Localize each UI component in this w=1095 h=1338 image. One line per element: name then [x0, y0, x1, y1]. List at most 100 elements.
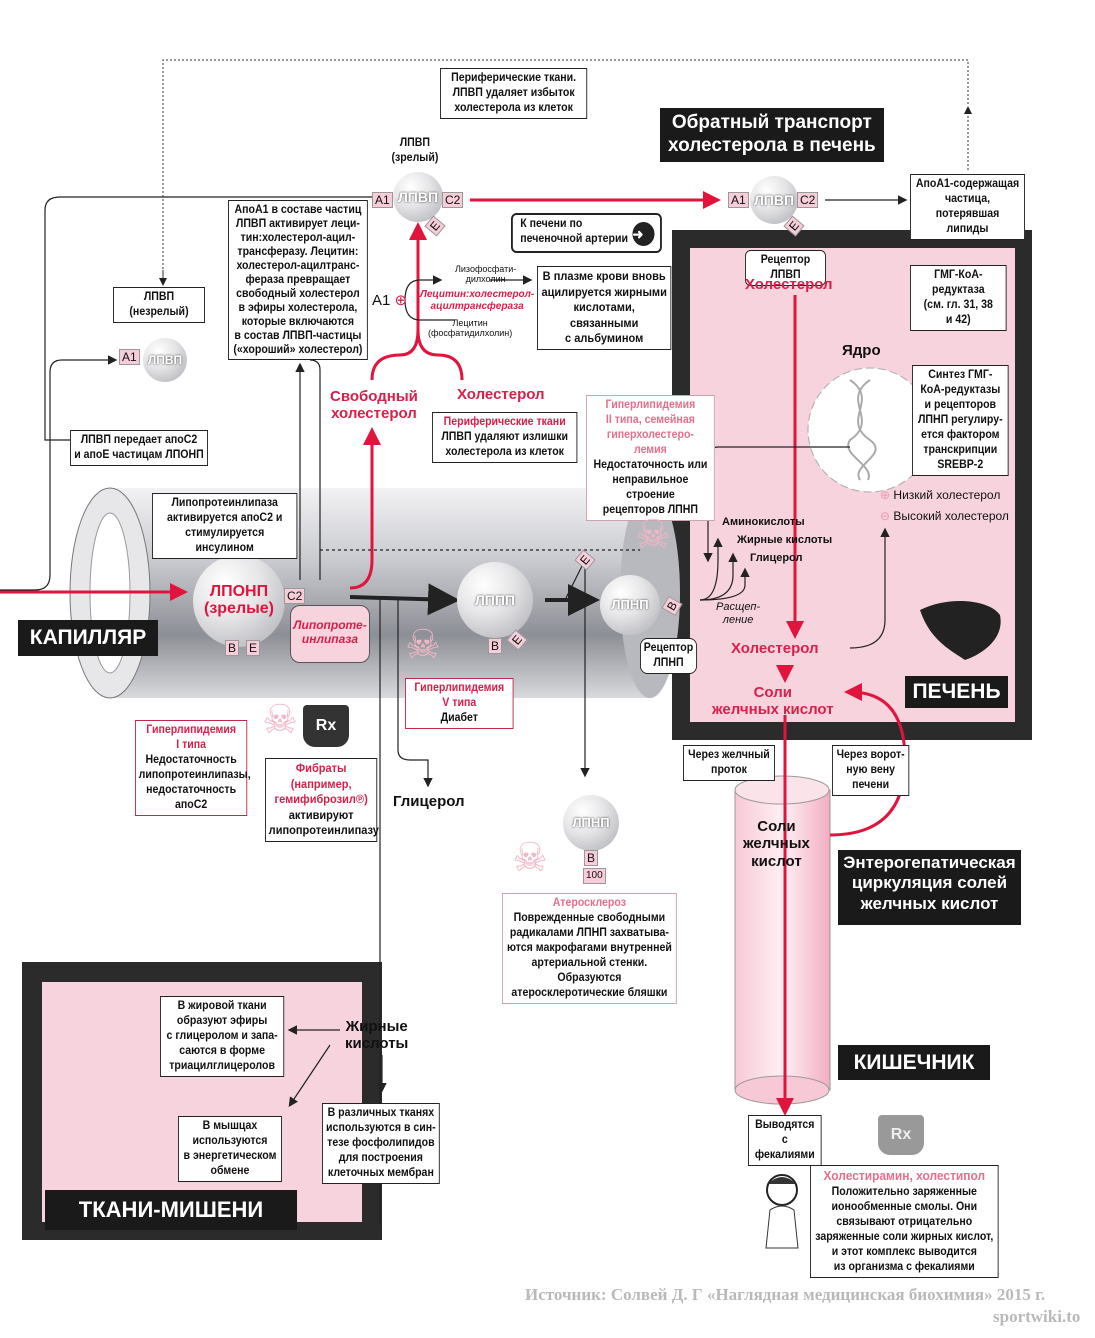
site-credit: sportwiki.to — [993, 1307, 1081, 1326]
fatty-acids-text: Жирные кислоты — [345, 1018, 409, 1053]
fibrates-body: активируют липопротеинлипазу — [268, 807, 379, 838]
bile-duct-box: Через желчный проток — [683, 745, 775, 781]
bile-salts-intestine: Соли желчных кислот — [743, 818, 810, 870]
hyper1-body: Недостаточность липопротеинлипазы, недос… — [138, 753, 251, 811]
apoa1-particle-box: АпоА1-содержащая частица, потерявшая лип… — [910, 174, 1025, 240]
breakdown-text: Расщеп- ление — [716, 601, 761, 626]
apoc2-tag: C2 — [284, 588, 306, 604]
a1-activator: A1 ⊕ — [372, 292, 407, 309]
lpl-activation-box: Липопротеинлипаза активируется апоС2 и с… — [152, 493, 298, 559]
ldl-particle: ЛПНП — [600, 575, 660, 635]
cholesterol-liver-bottom: Холестерол — [731, 640, 819, 657]
hdl-immature-label: ЛПВП (незрелый) — [113, 287, 205, 323]
hyper5-title: Гиперлипидемия V типа — [414, 682, 505, 709]
hmg-coa-box: ГМГ-КоА- редуктаза (см. гл. 31, 38 и 42) — [910, 265, 1007, 331]
to-liver-text: К печени по печеночной артерии — [520, 218, 629, 245]
feces-box: Выводятся с фекалиями — [748, 1115, 822, 1166]
glycerol-liver-text: Глицерол — [750, 552, 803, 564]
plasma-box: В плазме крови вновь ацилируется жирными… — [537, 266, 672, 350]
ldl-free-particle: ЛПНП — [563, 795, 619, 851]
fatty-acids-liver-text: Жирные кислоты — [737, 534, 833, 546]
amino-acids-text: Аминокислоты — [722, 516, 805, 528]
glycerol-text: Глицерол — [393, 793, 465, 810]
bile-salts-liver: Соли желчных кислот — [712, 684, 834, 719]
peripheral-body: ЛПВП удаляют излишки холестерола из клет… — [441, 430, 569, 458]
target-tissues-label: ТКАНИ-МИШЕНИ — [45, 1190, 297, 1230]
hyperlipidemia-2-box: Гиперлипидемия II типа, семейная гиперхо… — [586, 395, 715, 521]
arrow-right-icon: ➜ — [632, 222, 655, 246]
apob-tag: B — [225, 640, 240, 656]
skull-icon: ☠ — [512, 836, 548, 880]
rx-mortar-icon: Rx — [878, 1115, 924, 1155]
plus-icon: ⊕ — [880, 488, 891, 502]
high-chol-text: Высокий холестерол — [893, 509, 1009, 523]
high-cholesterol-legend: ⊖ Высокий холестерол — [880, 509, 1009, 524]
enterohepatic-label: Энтерогепатическая циркуляция солей желч… — [838, 850, 1021, 925]
cholesterol-liver-top: Холестерол — [745, 276, 833, 293]
apoa1-lcat-box: АпоА1 в составе частиц ЛПВП активирует л… — [228, 200, 368, 361]
cholestyramine-body: Положительно заряженные ионообменные смо… — [815, 1185, 994, 1273]
lecithin-text: Лецитин (фосфатидилхолин) — [428, 318, 513, 339]
apoe-tag: E — [246, 640, 261, 656]
athero-title: Атеросклероз — [552, 897, 626, 909]
person-icon — [765, 1174, 799, 1249]
idl-particle: ЛППП — [457, 562, 533, 638]
minus-icon: ⊖ — [880, 509, 891, 523]
capillary-label: КАПИЛЛЯР — [18, 620, 158, 656]
hyper2-body: Недостаточность или неправильное строени… — [593, 458, 708, 516]
dna-helix-icon — [847, 379, 877, 481]
hdl-mature-label: ЛПВП (зрелый) — [385, 133, 445, 169]
free-cholesterol-text: Свободный холестерол — [330, 388, 418, 423]
liver-label: ПЕЧЕНЬ — [905, 676, 1008, 708]
a1-label: A1 — [372, 292, 391, 309]
hdl-mature-particle: ЛПВП — [393, 172, 443, 222]
intestine-tube — [734, 789, 831, 1091]
fat-tissue-box: В жировой ткани образуют эфиры с глицеро… — [160, 996, 285, 1077]
various-tissues-box: В различных тканях используются в син- т… — [322, 1103, 440, 1184]
apoc2-tag: C2 — [442, 192, 464, 208]
apob-100-tag: 100 — [583, 868, 606, 884]
ldl-receptor: Рецептор ЛПНП — [640, 638, 698, 674]
nucleus-label: Ядро — [842, 342, 881, 359]
skull-icon: ☠ — [405, 623, 441, 667]
hdl-immature-particle: ЛПВП — [143, 338, 187, 382]
hyper2-title: Гиперлипидемия II типа, семейная гиперхо… — [605, 399, 696, 456]
hyper5-body: Диабет — [440, 711, 478, 724]
cholestyramine-title: Холестирамин, холестипол — [823, 1168, 986, 1183]
skull-icon: ☠ — [262, 698, 298, 742]
hdl-liver-particle: ЛПВП — [750, 176, 798, 224]
hdl-receptor: Рецептор ЛПВП — [745, 250, 826, 286]
cholesterol-peripheral-text: Холестерол — [457, 386, 545, 403]
title: Обратный транспорт холестерола в печень — [660, 108, 884, 162]
muscle-box: В мышцах используются в энергетическом о… — [178, 1116, 282, 1182]
lysophos-text: Лизофосфати- дилхолин — [455, 264, 517, 285]
rx-mortar-icon: Rx — [303, 705, 349, 747]
athero-body: Поврежденные свободными радикалами ЛПНП … — [506, 911, 672, 999]
apob-tag: B — [584, 850, 599, 866]
hyper1-title: Гиперлипидемия I типа — [146, 724, 237, 751]
apoa1-tag: A1 — [728, 192, 749, 208]
srebp-box: Синтез ГМГ- КоА-редуктазы и рецепторов Л… — [912, 365, 1009, 476]
skull-icon: ☠ — [635, 513, 671, 557]
apoc2-tag: C2 — [797, 192, 819, 208]
apob-tag: B — [488, 638, 503, 654]
lcat-text: Лецитин:холестерол- ацилтрансфераза — [420, 289, 535, 312]
peripheral-title: Периферические ткани — [443, 416, 566, 428]
vldl-particle: ЛПОНП (зрелые) — [193, 555, 285, 647]
low-chol-text: Низкий холестерол — [893, 488, 1001, 502]
fibrates-box: Фибраты (например, гемифиброзил℗)активир… — [265, 758, 379, 842]
fibrates-title: Фибраты (например, гемифиброзил℗) — [274, 761, 368, 807]
dotted-feedback-line — [162, 59, 969, 285]
source-credit: Источник: Солвей Д. Г «Наглядная медицин… — [525, 1285, 1046, 1304]
transfer-box: ЛПВП передает апоС2 и апоЕ частицам ЛПОН… — [70, 430, 208, 466]
apoa1-tag: A1 — [119, 349, 140, 365]
portal-vein-box: Через ворот- ную вену печени — [832, 745, 910, 796]
peripheral-tissues-top-box: Периферические ткани. ЛПВП удаляет избыт… — [440, 68, 588, 119]
plus-icon: ⊕ — [394, 292, 408, 309]
lipoprotein-lipase-enzyme: Липопроте- инлипаза — [290, 605, 370, 663]
